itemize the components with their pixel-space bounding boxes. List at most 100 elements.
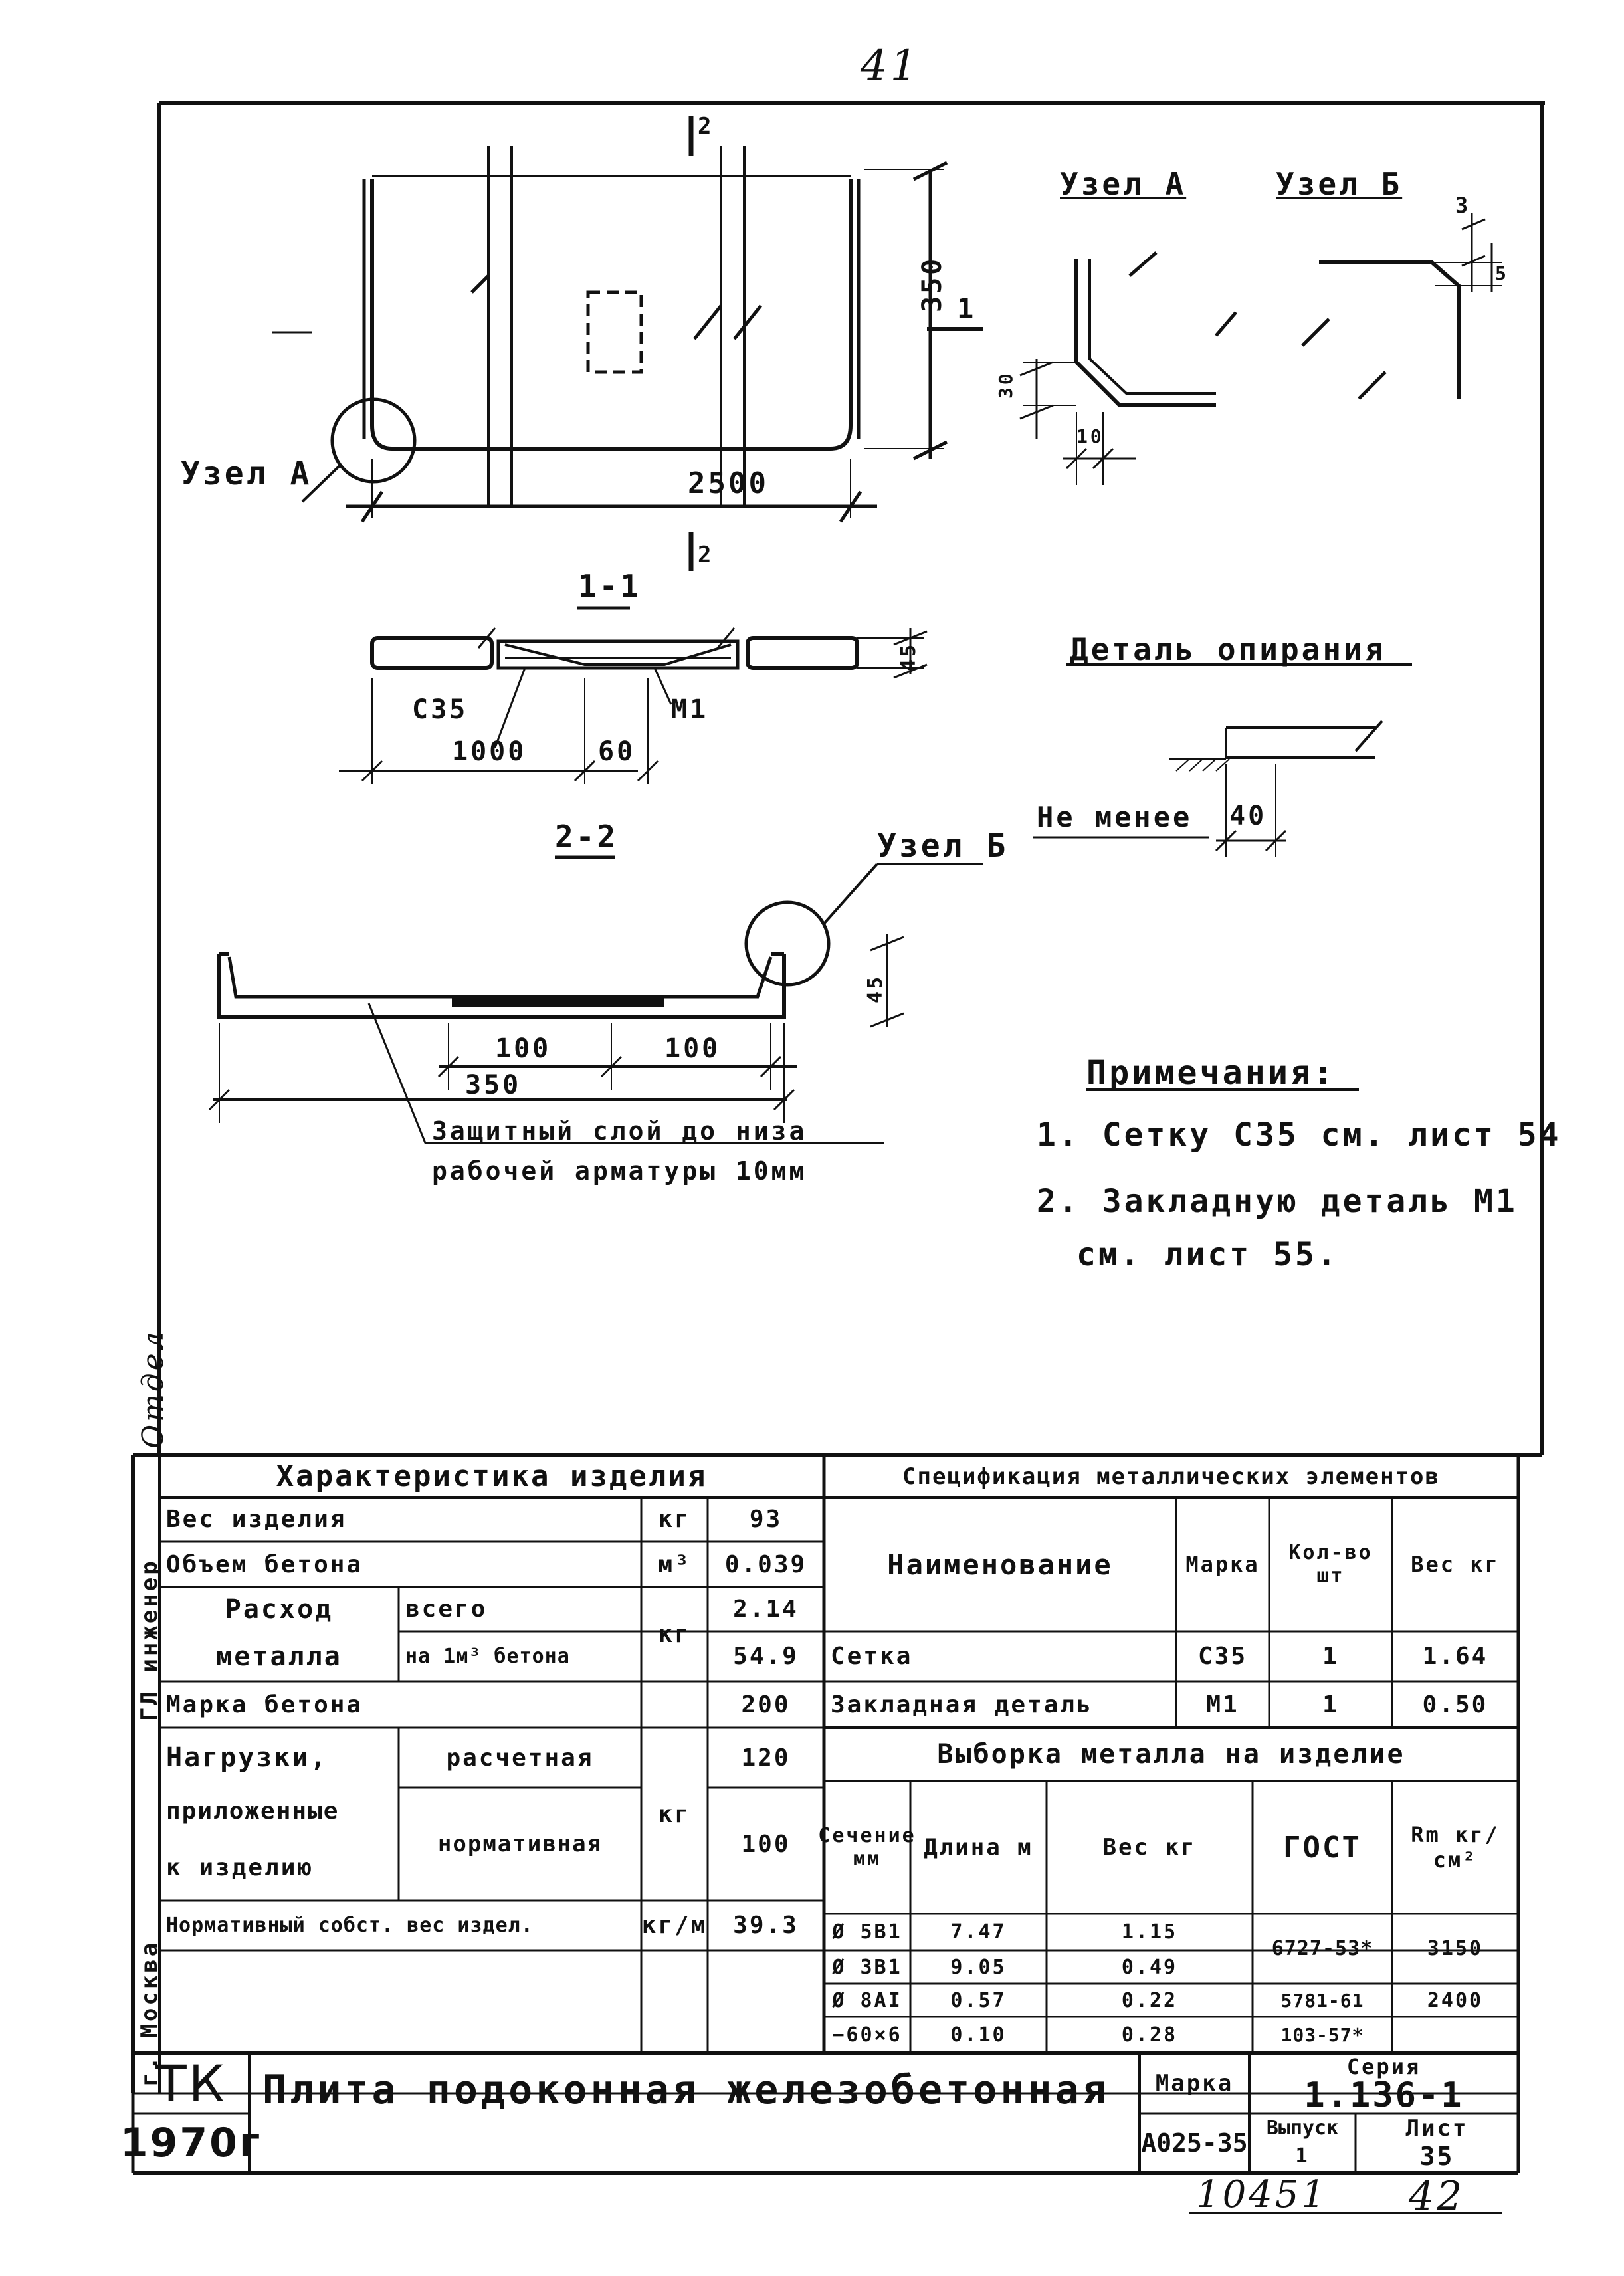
support-detail-label: Не менее — [1037, 801, 1193, 833]
title-block-series-value: 1.136-1 — [1304, 2075, 1464, 2115]
char-load-name-3: к изделию — [166, 1853, 314, 1881]
spec-row-1-weight: 1.64 — [1422, 1643, 1488, 1670]
node-a-horizontal-dimension: 10 — [1076, 425, 1104, 447]
spec-header-mark: Марка — [1185, 1552, 1260, 1577]
metal-rm-wire: 3150 — [1427, 1937, 1484, 1960]
section-mark-top: 2 — [698, 113, 714, 140]
section-1-1-dimension-60: 60 — [598, 736, 636, 767]
section-1-1-mesh-label: С35 — [412, 694, 468, 725]
protective-layer-line-2: рабочей арматуры 10мм — [432, 1156, 807, 1186]
spec-row-2-mark: М1 — [1206, 1691, 1239, 1718]
note-2-continuation: см. лист 55. — [1076, 1236, 1339, 1273]
char-metal-name-1: Расход — [225, 1594, 334, 1625]
metal-gost-wire: 6727-53* — [1271, 1937, 1373, 1960]
spec-row-2-weight: 0.50 — [1422, 1691, 1488, 1718]
node-b-callout: Узел Б — [877, 827, 1009, 865]
char-load-name-1: Нагрузки, — [166, 1742, 328, 1773]
metal-row-1-section: Ø 5В1 — [832, 1920, 902, 1944]
metal-row-2-weight: 0.49 — [1121, 1955, 1178, 1979]
spec-row-1-name: Сетка — [831, 1643, 913, 1670]
char-metal-unit: кг — [658, 1620, 691, 1648]
title-block-series-label: Серия — [1346, 2054, 1421, 2079]
metal-row-1-weight: 1.15 — [1121, 1920, 1178, 1944]
metal-row-4-weight: 0.28 — [1121, 2023, 1178, 2047]
bottom-number-right: 42 — [1409, 2173, 1465, 2220]
char-load-name-2: приложенные — [166, 1797, 340, 1825]
char-load-design-value: 120 — [741, 1744, 791, 1772]
title-block-issue-value: 1 — [1295, 2144, 1310, 2168]
char-own-weight-unit: кг/м — [641, 1912, 708, 1939]
metal-row-2-section: Ø 3В1 — [832, 1955, 902, 1979]
margin-role: ГЛ инженер — [136, 1558, 163, 1721]
metal-row-3-section: Ø 8АI — [832, 1988, 902, 2012]
char-metal-total-label: всего — [405, 1596, 488, 1623]
metal-header-section: Сечение мм — [818, 1824, 916, 1871]
metal-gost-strip: 103-57* — [1280, 2024, 1364, 2046]
title-block-year: 1970г — [120, 2120, 262, 2166]
char-weight-name: Вес изделия — [166, 1506, 347, 1533]
char-volume-value: 0.039 — [724, 1550, 807, 1578]
section-mark-bottom: 2 — [698, 542, 714, 568]
metal-header-weight: Вес кг — [1102, 1834, 1197, 1861]
metal-row-3-weight: 0.22 — [1121, 1988, 1178, 2012]
section-1-1-embedded-label: М1 — [671, 694, 709, 725]
page-number-top: 41 — [861, 41, 920, 90]
metal-header-rm: Rm кг/см² — [1411, 1822, 1500, 1873]
characteristics-title: Характеристика изделия — [276, 1459, 708, 1493]
note-1: 1. Сетку С35 см. лист 54 — [1037, 1116, 1562, 1154]
title-block-org: ТК — [155, 2053, 227, 2113]
spec-row-2-qty: 1 — [1322, 1691, 1339, 1718]
plan-length-dimension: 2500 — [688, 466, 769, 500]
char-volume-name: Объем бетона — [166, 1550, 363, 1578]
spec-header-weight: Вес кг — [1411, 1552, 1500, 1577]
char-metal-total-value: 2.14 — [733, 1596, 799, 1623]
margin-signature: Отдел — [136, 1329, 170, 1449]
node-b-dimension-5: 5 — [1495, 262, 1509, 284]
node-b-title: Узел Б — [1276, 166, 1403, 202]
metal-row-3-length: 0.57 — [950, 1988, 1007, 2012]
spec-header-name: Наименование — [887, 1548, 1113, 1581]
support-detail-title: Деталь опирания — [1070, 631, 1386, 667]
section-2-2-height: 45 — [864, 974, 887, 1003]
note-2: 2. Закладную деталь М1 — [1037, 1183, 1518, 1220]
title-block-mark-value: А025-35 — [1141, 2128, 1248, 2158]
section-1-1-dimension-1000: 1000 — [452, 736, 527, 767]
plan-width-dimension: 350 — [917, 256, 948, 312]
notes-title: Примечания: — [1086, 1053, 1336, 1092]
char-metal-per-m3-value: 54.9 — [733, 1643, 799, 1670]
metal-row-1-length: 7.47 — [950, 1920, 1007, 1944]
char-load-normative-label: нормативная — [437, 1831, 603, 1857]
spec-row-2-name: Закладная деталь — [831, 1691, 1093, 1718]
char-metal-per-m3-label: на 1м³ бетона — [405, 1645, 570, 1668]
node-b-dimension-3: 3 — [1455, 193, 1471, 218]
char-own-weight-name: Нормативный собст. вес издел. — [166, 1914, 534, 1937]
char-load-design-label: расчетная — [446, 1744, 594, 1772]
char-load-normative-value: 100 — [741, 1830, 791, 1858]
node-a-vertical-dimension: 30 — [995, 371, 1017, 399]
section-2-2-dimension-100-right: 100 — [664, 1033, 721, 1064]
spec-header-qty: Кол-во шт — [1288, 1541, 1373, 1588]
section-2-2-dimension-350: 350 — [465, 1070, 522, 1100]
section-2-2-dimension-100-left: 100 — [495, 1033, 552, 1064]
title-block-issue-label: Выпуск — [1266, 2117, 1339, 2140]
metal-rm-bar: 2400 — [1427, 1988, 1484, 2012]
metal-row-4-length: 0.10 — [950, 2023, 1007, 2047]
bottom-number-left: 10451 — [1196, 2173, 1328, 2216]
metal-header-length: Длина м — [924, 1834, 1033, 1861]
node-a-title: Узел А — [1060, 166, 1187, 202]
char-concrete-grade-name: Марка бетона — [166, 1691, 363, 1718]
title-block-sheet-value: 35 — [1419, 2141, 1455, 2171]
metal-gost-bar: 5781-61 — [1280, 1989, 1364, 2012]
metal-header-gost: ГОСТ — [1283, 1830, 1362, 1865]
char-metal-name-2: металла — [216, 1641, 342, 1672]
spec-row-1-qty: 1 — [1322, 1643, 1339, 1670]
char-load-unit: кг — [658, 1800, 691, 1828]
char-weight-unit: кг — [658, 1506, 691, 1533]
specification-title: Спецификация металлических элементов — [902, 1463, 1440, 1490]
section-1-1-height: 45 — [897, 641, 920, 671]
section-mark-right: 1 — [957, 292, 977, 325]
section-2-2-title: 2-2 — [555, 819, 619, 855]
char-volume-unit: м³ — [658, 1550, 691, 1578]
spec-row-1-mark: С35 — [1197, 1643, 1248, 1670]
